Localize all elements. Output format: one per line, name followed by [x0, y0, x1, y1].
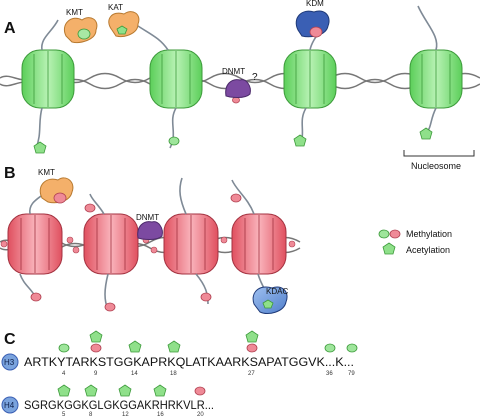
- h3-position: 79: [348, 371, 355, 377]
- h4-sequence: SGRGKGGKGLGKGGAKRHRKVLR...: [24, 398, 214, 412]
- h3-position: 4: [62, 371, 66, 377]
- nucleosome-active-3: [283, 49, 337, 109]
- h4-badge: H4: [1, 396, 19, 414]
- kdac-label: KDAC: [266, 287, 288, 296]
- h4-position: 5: [62, 412, 66, 417]
- h4-position: 12: [122, 412, 129, 417]
- panel-b-label: B: [4, 165, 16, 182]
- kmt-enzyme-b: KMT: [38, 168, 74, 204]
- kat-enzyme: KAT: [108, 3, 140, 37]
- kdm-enzyme: KDM: [295, 0, 330, 38]
- h3-position: 18: [170, 371, 177, 377]
- nucleosome-repressed-2: [83, 213, 139, 275]
- h3-position: 9: [94, 371, 98, 377]
- h4-badge-label: H4: [4, 401, 15, 410]
- h3-badge: H3: [1, 353, 19, 371]
- legend-methyl-pink-swatch: [389, 229, 401, 239]
- h3-position: 27: [248, 371, 255, 377]
- legend-methylation-label: Methylation: [406, 229, 452, 239]
- nucleosome-active-1: [21, 49, 75, 109]
- h4-positions: 5 8 12 16 20: [62, 412, 204, 417]
- panel-a-label: A: [4, 20, 16, 37]
- nucleosome-bracket: [403, 150, 475, 157]
- kdac-enzyme: KDAC: [252, 286, 288, 315]
- dnmt-enzyme-a: DNMT ?: [222, 67, 258, 99]
- dnmt-enzyme-b: DNMT: [136, 213, 163, 241]
- h3-marks: [58, 330, 358, 353]
- legend-acetyl-swatch: [382, 242, 396, 255]
- kat-label: KAT: [108, 3, 123, 12]
- kdm-label: KDM: [306, 0, 324, 8]
- nucleosome-active-4: [409, 49, 463, 109]
- h4-marks: [57, 384, 206, 397]
- h3-badge-label: H3: [4, 358, 15, 367]
- acetylation-mark: [293, 134, 307, 147]
- h4-position: 20: [197, 412, 204, 417]
- h4-position: 8: [89, 412, 93, 417]
- h4-position: 16: [157, 412, 164, 417]
- nucleosome-repressed-1: [7, 213, 63, 275]
- dnmt-label: DNMT: [222, 67, 245, 76]
- methylation-mark: [168, 136, 180, 146]
- panel-c-label: C: [4, 331, 16, 348]
- h3-sequence: ARTKYTARKSTGGKAPRKQLATKAARKSAPATGGVK...K…: [24, 355, 354, 369]
- acetylation-mark: [419, 127, 433, 140]
- legend-methyl-green-swatch: [378, 229, 390, 239]
- acetylation-mark: [33, 141, 47, 154]
- h3-positions: 4 9 14 18 27 36 79: [62, 371, 355, 377]
- nucleosome-repressed-4: [231, 213, 287, 275]
- kmt-label: KMT: [66, 8, 83, 17]
- nucleosome-label: Nucleosome: [411, 161, 461, 171]
- dnmt-label-b: DNMT: [136, 213, 159, 222]
- histone-methyl-marks-b: [30, 193, 242, 312]
- nucleosome-active-2: [149, 49, 203, 109]
- h3-position: 36: [326, 371, 333, 377]
- h3-position: 14: [131, 371, 138, 377]
- legend: Methylation Acetylation: [378, 229, 452, 255]
- kmt-label-b: KMT: [38, 168, 55, 177]
- legend-acetylation-label: Acetylation: [406, 245, 450, 255]
- nucleosome-repressed-3: [163, 213, 219, 275]
- dnmt-question: ?: [252, 72, 258, 83]
- kmt-enzyme-a: KMT: [64, 8, 98, 43]
